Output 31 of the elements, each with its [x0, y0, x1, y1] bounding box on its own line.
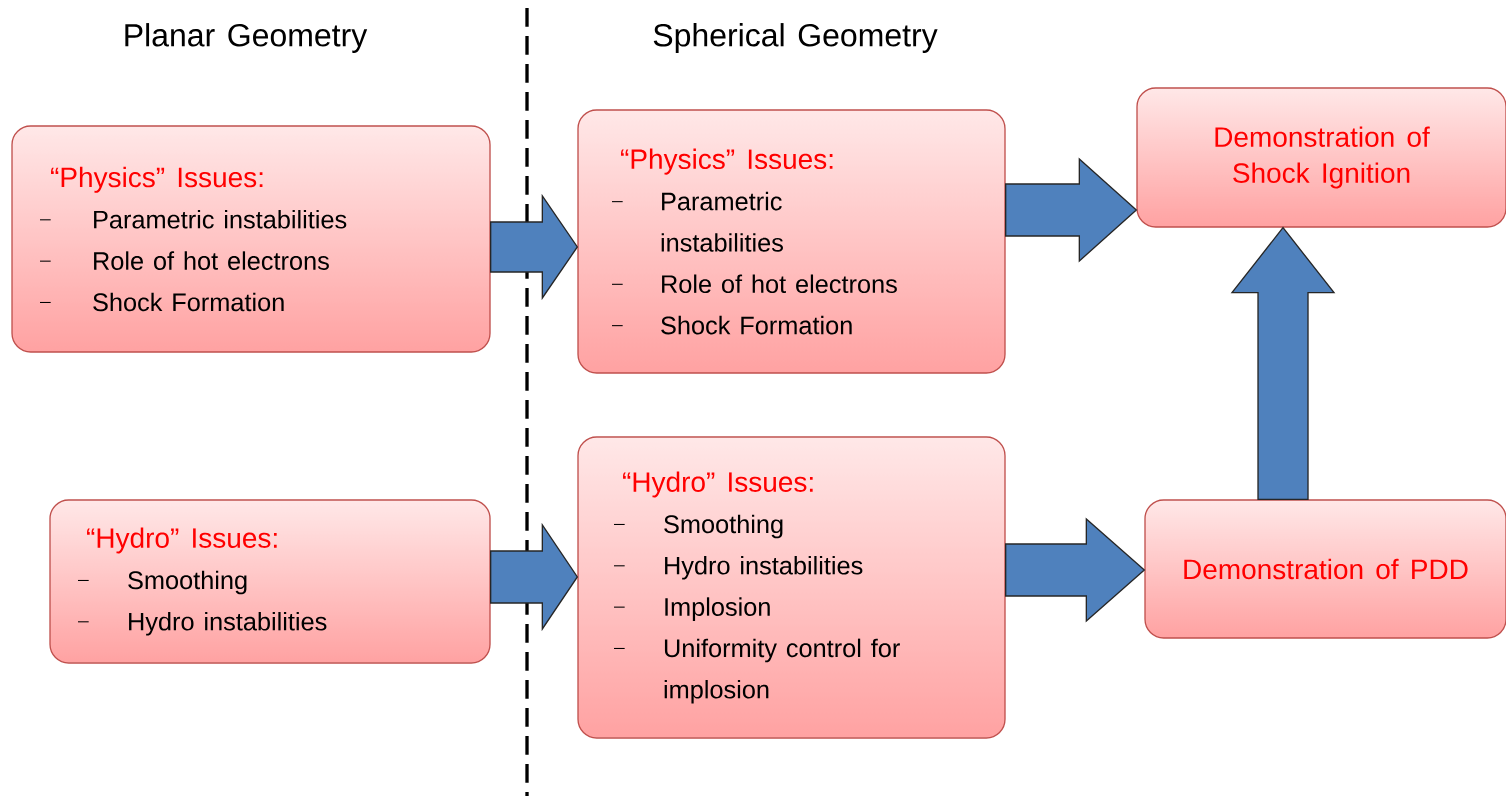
column-heading: Planar Geometry: [125, 23, 368, 53]
list-item: Hydro instabilities: [129, 612, 327, 636]
list-item: Smoothing: [664, 514, 783, 539]
list-item: Shock Formation: [661, 315, 852, 335]
block-arrow: [490, 193, 579, 301]
heading: Demonstration of Shock Ignition: [1215, 126, 1430, 189]
list-item: Role of hot electrons: [94, 251, 329, 270]
list-item: Hydro instabilities: [665, 556, 863, 580]
heading: “Physics” Issues:: [621, 148, 833, 175]
block-arrow: [1005, 517, 1146, 623]
list-item: Parametric instabilities: [94, 210, 347, 229]
list-item: Smoothing: [128, 570, 247, 595]
process-box: [11, 125, 491, 353]
process-box: [577, 436, 1006, 739]
heading: “Physics” Issues:: [51, 166, 263, 193]
process-box: [49, 499, 491, 664]
process-box: [577, 109, 1006, 374]
heading: “Hydro” Issues:: [623, 471, 813, 498]
list-item: Parametric instabilities: [661, 191, 783, 252]
block-arrow: [1230, 226, 1336, 500]
heading: “Hydro” Issues:: [87, 527, 277, 554]
list-item: Uniformity control for implosion: [664, 638, 900, 704]
process-box: [1136, 87, 1506, 228]
list-item: Role of hot electrons: [662, 274, 897, 294]
heading: Demonstration of PDD: [1184, 558, 1468, 580]
list-item: Implosion: [665, 597, 770, 621]
list-item: Shock Formation: [93, 292, 284, 312]
block-arrow: [490, 522, 579, 632]
column-heading: Spherical Geometry: [653, 23, 938, 53]
process-box: [1144, 499, 1506, 639]
block-arrow: [1005, 157, 1138, 263]
